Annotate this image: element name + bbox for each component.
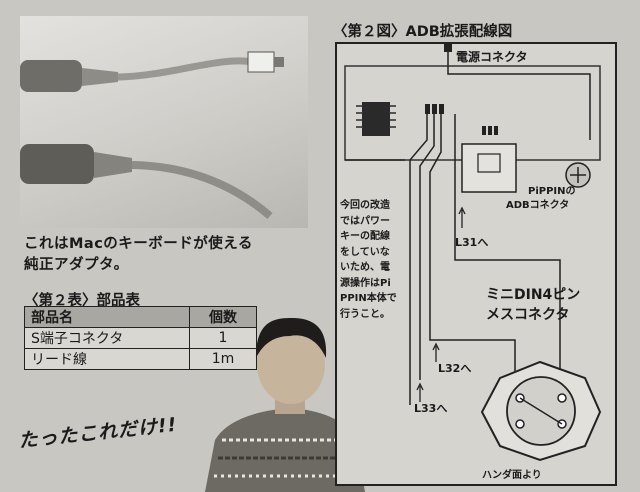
part-qty-cell: 1m [189,348,257,370]
mini-din-label-line1: ミニDIN4ピン [486,287,581,303]
ic-chip-pins [356,105,396,128]
header-part-name: 部品名 [24,306,190,328]
power-connector-pin [444,44,452,52]
l33-label: L33へ [414,402,448,415]
power-connector-label: 電源コネクタ [456,50,528,64]
adb-wires [345,114,561,405]
lower-connector-body [20,144,94,184]
adapter-cable-illustration [20,51,284,220]
power-connector-wire [447,46,591,140]
adapter-photo [20,16,308,228]
table-row: リード線 1m [24,348,257,370]
pippin-adb-connector [461,143,517,193]
upper-connector-boot [82,68,118,86]
sweater-shape [205,408,365,492]
upper-plug-tip [274,57,284,67]
board-outline [344,65,601,161]
diagram-title: 〈第２図〉ADB拡張配線図 [333,24,513,40]
pippin-label: PiPPINの [528,186,576,197]
header-quantity: 個数 [189,306,257,328]
l32-label: L32へ [438,362,472,375]
mini-din-pins [515,393,567,429]
part-name-cell: リード線 [24,348,190,370]
mini-din-label-line2: メスコネクタ [486,307,570,323]
hair [256,318,327,358]
parts-table-title: 〈第２表〉部品表 [24,293,140,309]
note-line: をしていな [340,246,390,258]
l31-label: L31へ [455,236,489,249]
face [257,324,325,404]
note-line: 行うこと。 [340,308,390,320]
note-line: いため、電 [340,262,390,273]
upper-connector-body [20,60,82,92]
note-line: ではパワー [340,215,390,227]
solder-side-label: ハンダ面より [482,470,542,481]
mini-din-jumper [519,397,563,425]
note-line: 今回の改造 [340,200,390,211]
ic-chip [362,102,390,136]
upper-cable [117,57,253,81]
parts-table: 部品名 個数 S端子コネクタ 1 リード線 1m [24,306,257,370]
photo-caption-line2: 純正アダプタ。 [24,257,129,273]
header-pins [425,104,498,135]
photo-caption-line1: これはMacのキーボードが使える [24,236,253,252]
note-line: PPIN本体で [340,293,397,304]
note-line: 源操作はPi [340,277,391,289]
adb-connector-socket [477,153,501,173]
lead-arrows [416,206,466,402]
parts-table-header-row: 部品名 個数 [24,306,257,328]
adb-connector-label: ADBコネクタ [506,200,570,211]
lower-connector-boot [94,152,132,178]
diagram-note: 今回の改造 ではパワー キーの配線 をしていな いため、電 源操作はPi PPI… [340,198,410,322]
lower-cable [131,161,273,220]
note-line: キーの配線 [340,231,390,242]
